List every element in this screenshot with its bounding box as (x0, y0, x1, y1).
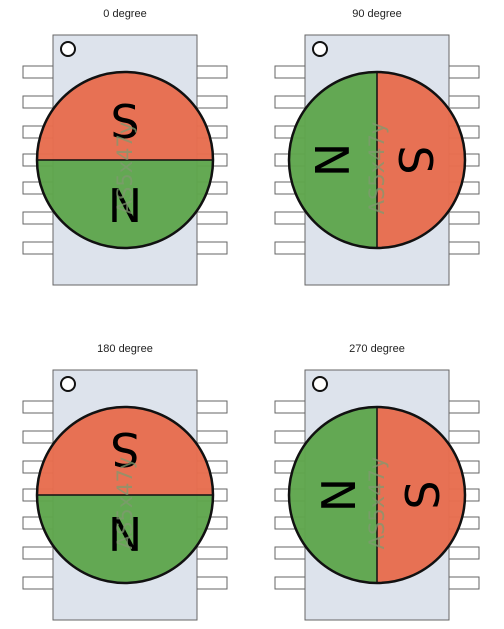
pole-label-top: S (388, 145, 442, 174)
pin-left (274, 65, 306, 79)
pin-left (274, 241, 306, 255)
magnet: SN (287, 70, 467, 250)
magnet-half-bottom (289, 72, 377, 248)
pin-left (22, 430, 54, 444)
pole-label-bottom: N (108, 179, 142, 233)
pin-right (196, 400, 228, 414)
magnet-outline (35, 405, 215, 585)
pin1-marker (60, 376, 76, 392)
chip-marking: AS5x47y (113, 457, 137, 550)
magnet-half-top (377, 72, 465, 248)
pin-left (22, 241, 54, 255)
pin-left (22, 400, 54, 414)
magnet-outline (287, 70, 467, 250)
pin-left (22, 95, 54, 109)
panel-caption: 270 degree (349, 343, 405, 355)
magnet-outline (35, 70, 215, 250)
pin-left (274, 95, 306, 109)
pin-right (448, 65, 480, 79)
magnet: NS (35, 405, 215, 585)
pin-right (196, 211, 228, 225)
pole-label-bottom: N (304, 143, 358, 177)
pin-right (448, 400, 480, 414)
pin-left (22, 211, 54, 225)
magnet-outline (287, 405, 467, 585)
panel-caption: 0 degree (103, 8, 146, 20)
pin-left (22, 65, 54, 79)
pin-left (274, 211, 306, 225)
pole-label-top: N (312, 478, 366, 512)
pole-label-top: S (110, 95, 139, 149)
magnet: SN (35, 70, 215, 250)
pin-right (448, 211, 480, 225)
pin-right (448, 430, 480, 444)
pin-right (196, 430, 228, 444)
chip-marking: AS5x47y (365, 457, 389, 550)
magnet-half-bottom (377, 407, 465, 583)
pin-right (196, 95, 228, 109)
pin-left (274, 400, 306, 414)
magnet-half-top (289, 407, 377, 583)
pin-left (22, 546, 54, 560)
magnet-half-bottom (37, 160, 213, 248)
pin1-marker (312, 376, 328, 392)
pin-left (22, 576, 54, 590)
pin-right (196, 546, 228, 560)
panel-caption: 90 degree (352, 8, 402, 20)
pin-right (196, 576, 228, 590)
pin-right (196, 65, 228, 79)
chip-marking: AS5x47y (113, 122, 137, 215)
pin-right (448, 95, 480, 109)
pin-left (274, 546, 306, 560)
pole-label-bottom: S (396, 480, 450, 509)
pole-label-top: N (108, 506, 142, 560)
pole-label-bottom: S (110, 422, 139, 476)
magnet-half-top (37, 72, 213, 160)
pin-right (448, 546, 480, 560)
pin1-marker (312, 41, 328, 57)
panel-caption: 180 degree (97, 343, 153, 355)
pin-right (448, 241, 480, 255)
magnet-half-bottom (37, 407, 213, 495)
magnet-half-top (37, 495, 213, 583)
pin1-marker (60, 41, 76, 57)
pin-right (448, 576, 480, 590)
pin-left (274, 576, 306, 590)
pin-right (196, 241, 228, 255)
chip-marking: AS5x47y (365, 122, 389, 215)
pin-left (274, 430, 306, 444)
